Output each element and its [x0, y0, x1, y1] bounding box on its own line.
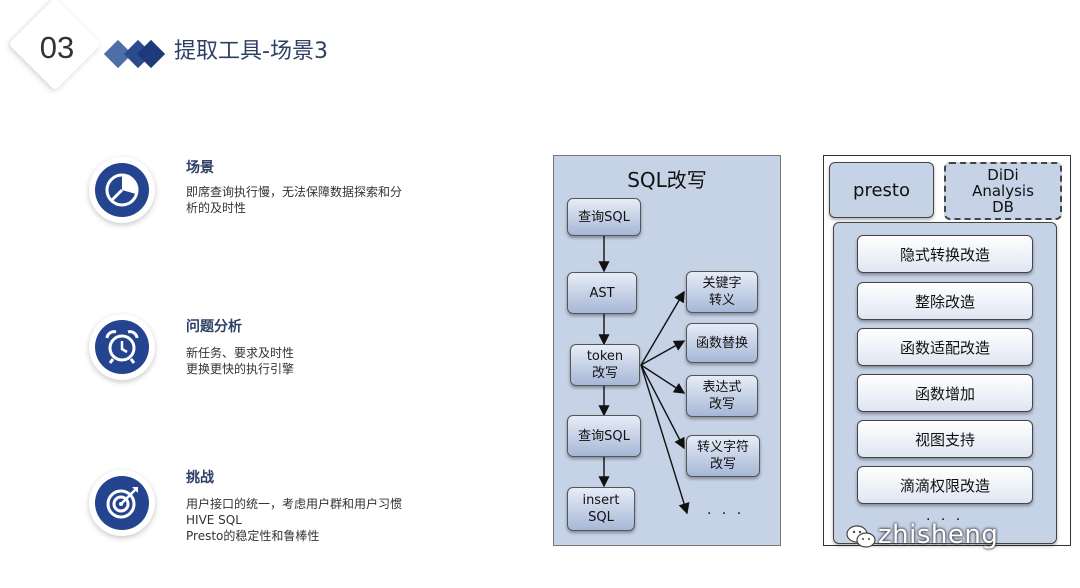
branch-node: 函数替换: [686, 323, 758, 363]
page-title: 提取工具-场景3: [174, 39, 328, 64]
change-item: 滴滴权限改造: [857, 466, 1033, 504]
wechat-icon: [846, 525, 876, 548]
section-body: 即席查询执行慢，无法保障数据探索和分 析的及时性: [186, 184, 476, 216]
section-line: 更换更快的执行引擎: [186, 362, 295, 376]
flow-node: insert SQL: [567, 487, 635, 531]
db-label-line: DiDi: [987, 166, 1019, 184]
alarm-clock-icon: [89, 314, 155, 380]
flow-node: token 改写: [570, 344, 640, 386]
section-body: 新任务、要求及时性 更换更快的执行引擎: [186, 345, 476, 377]
diagram-title: SQL改写: [627, 168, 707, 192]
section-body: 用户接口的统一，考虑用户群和用户习惯 HIVE SQL Presto的稳定性和鲁…: [186, 496, 476, 544]
section-line: 即席查询执行慢，无法保障数据探索和分: [186, 185, 403, 199]
section-line: 新任务、要求及时性: [186, 346, 295, 360]
change-item: 视图支持: [857, 420, 1033, 458]
branch-node: 转义字符 改写: [686, 435, 760, 477]
more-ellipsis: · · ·: [707, 506, 745, 522]
didi-analysis-db-box: DiDi Analysis DB: [944, 162, 1062, 220]
presto-engine-box: presto: [829, 162, 934, 218]
section-title: 挑战: [186, 470, 214, 486]
section-title: 场景: [186, 160, 214, 176]
branch-node: 表达式 改写: [686, 375, 758, 417]
branch-node: 关键字 转义: [686, 271, 758, 313]
flow-node: 查询SQL: [567, 198, 641, 236]
change-item: 整除改造: [857, 282, 1033, 320]
flow-node: 查询SQL: [567, 415, 641, 457]
db-label-line: Analysis: [972, 182, 1034, 200]
target-icon: [89, 470, 155, 536]
change-item: 函数适配改造: [857, 328, 1033, 366]
sql-rewrite-arrows: [598, 235, 690, 515]
section-line: Presto的稳定性和鲁棒性: [186, 529, 320, 543]
section-line: HIVE SQL: [186, 513, 242, 527]
section-number: 03: [39, 30, 75, 65]
watermark-text: zhisheng: [878, 520, 999, 550]
pie-chart-icon: [89, 157, 155, 223]
more-ellipsis: · · ·: [926, 512, 964, 528]
change-item: 函数增加: [857, 374, 1033, 412]
section-line: 析的及时性: [186, 201, 247, 215]
flow-node: AST: [567, 272, 637, 314]
change-item: 隐式转换改造: [857, 235, 1033, 273]
db-label-line: DB: [992, 198, 1014, 216]
section-title: 问题分析: [186, 319, 242, 335]
section-line: 用户接口的统一，考虑用户群和用户习惯: [186, 497, 403, 511]
